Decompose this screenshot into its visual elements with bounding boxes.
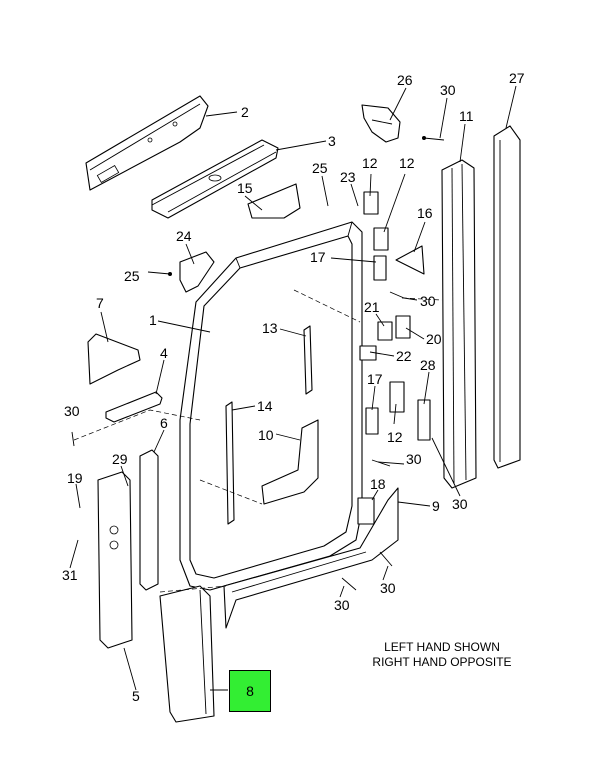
callout-30: 30: [380, 580, 396, 596]
note-left-hand-shown: LEFT HAND SHOWN: [384, 640, 500, 654]
part-4-bracket: [105, 391, 163, 423]
callout-12: 12: [387, 429, 403, 445]
part-13-strip: [303, 325, 313, 395]
callout-17: 17: [310, 249, 326, 265]
part-5-post: [97, 471, 133, 649]
callout-15: 15: [237, 180, 253, 196]
leader-lines: [69, 85, 517, 691]
note-right-hand-opposite: RIGHT HAND OPPOSITE: [372, 655, 512, 669]
callout-30: 30: [440, 82, 456, 98]
callout-14: 14: [257, 398, 273, 414]
callout-30: 30: [406, 451, 422, 467]
callout-labels: 2 3 26 30 27 11 25 12 12 23 15 16 24 17 …: [62, 70, 525, 704]
callout-20: 20: [426, 331, 442, 347]
part-11-pillar: [441, 159, 477, 489]
callout-5: 5: [132, 688, 140, 704]
callout-7: 7: [96, 295, 104, 311]
part-26-bracket: [361, 104, 401, 143]
callout-18: 18: [370, 476, 386, 492]
callout-28: 28: [420, 357, 436, 373]
callout-27: 27: [509, 70, 525, 86]
callout-12: 12: [362, 155, 378, 171]
callout-25: 25: [312, 160, 328, 176]
callout-3: 3: [328, 133, 336, 149]
callout-2: 2: [241, 104, 249, 120]
alignment-lines: [73, 289, 443, 593]
callout-13: 13: [262, 320, 278, 336]
callout-19: 19: [67, 470, 83, 486]
part-24-corner: [179, 251, 215, 293]
part-2-upper-rail: [85, 95, 209, 191]
part-14-strip: [225, 401, 235, 525]
part-7-bracket: [87, 333, 141, 385]
part-9-sill: [223, 487, 399, 629]
callout-21: 21: [364, 299, 380, 315]
callout-17: 17: [367, 371, 383, 387]
part-8-lower-panel: [159, 585, 215, 723]
callout-23: 23: [340, 169, 356, 185]
callout-1: 1: [149, 312, 157, 328]
callout-22: 22: [396, 348, 412, 364]
callout-6: 6: [160, 415, 168, 431]
fasteners: [71, 136, 445, 591]
callout-9: 9: [432, 498, 440, 514]
part-27-trim: [493, 125, 521, 469]
part-6-post: [139, 449, 159, 591]
callout-4: 4: [160, 345, 168, 361]
callout-30: 30: [420, 293, 436, 309]
part-15-plate: [247, 183, 301, 219]
callout-11: 11: [459, 108, 474, 124]
callout-29: 29: [112, 451, 128, 467]
callout-25: 25: [124, 268, 140, 284]
callout-16: 16: [417, 205, 433, 221]
callout-10: 10: [258, 427, 274, 443]
callout-30: 30: [452, 496, 468, 512]
callout-30: 30: [334, 597, 350, 613]
callout-24: 24: [176, 228, 192, 244]
small-brackets: [357, 191, 431, 525]
part-10-panel: [261, 419, 319, 505]
callout-12: 12: [399, 155, 415, 171]
callout-26: 26: [397, 72, 413, 88]
part-3-channel: [151, 139, 279, 219]
highlighted-part-8-callout[interactable]: 8: [229, 670, 271, 712]
callout-30: 30: [64, 403, 80, 419]
callout-31: 31: [62, 567, 78, 583]
